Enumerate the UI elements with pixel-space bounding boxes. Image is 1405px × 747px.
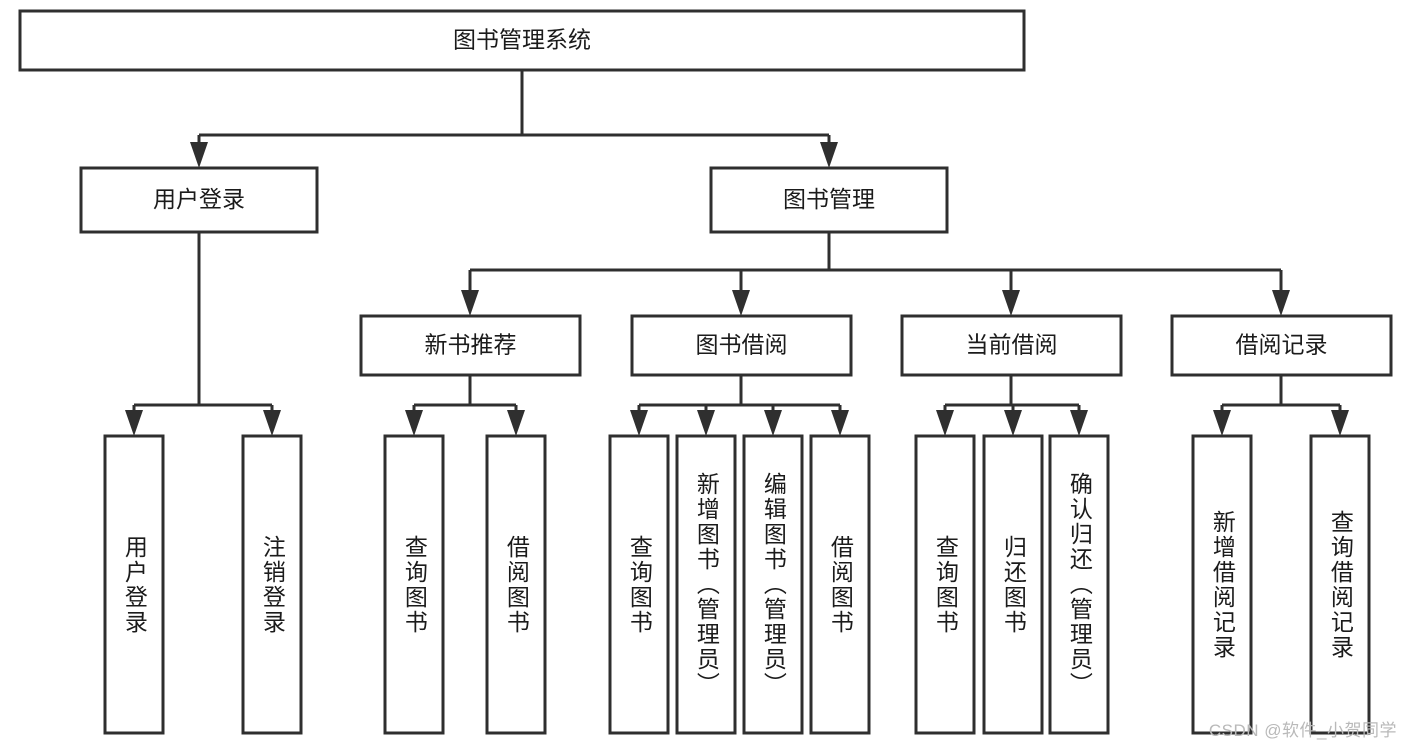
leaf-box-7-借阅图书[interactable] [809, 434, 871, 735]
arrow-head-icon [1070, 410, 1088, 436]
connectors-layer [125, 70, 1349, 436]
level2-node-图书管理[interactable]: 图书管理 [709, 166, 949, 234]
leaf-box-11-新增借阅记录[interactable] [1191, 434, 1253, 735]
arrow-head-icon [125, 410, 143, 436]
level3-label-当前借阅: 当前借阅 [966, 332, 1058, 358]
level2-node-用户登录[interactable]: 用户登录 [79, 166, 319, 234]
root-box-图书管理系统[interactable] [18, 9, 1026, 72]
arrow-head-icon [1272, 290, 1290, 316]
level3-node-图书借阅[interactable]: 图书借阅 [630, 314, 853, 377]
arrow-head-icon [820, 142, 838, 168]
watermark-text: CSDN @软件_小贺同学 [1208, 721, 1397, 740]
level2-box-用户登录[interactable] [79, 166, 319, 234]
arrow-head-icon [936, 410, 954, 436]
level3-label-借阅记录: 借阅记录 [1236, 332, 1328, 358]
level2-label-用户登录: 用户登录 [153, 186, 245, 212]
leaf-box-3-借阅图书[interactable] [485, 434, 547, 735]
level3-node-当前借阅[interactable]: 当前借阅 [900, 314, 1123, 377]
arrow-head-icon [1004, 410, 1022, 436]
leaf-box-9-归还图书[interactable] [982, 434, 1044, 735]
arrow-head-icon [764, 410, 782, 436]
arrow-head-icon [630, 410, 648, 436]
leaf-box-8-查询图书[interactable] [914, 434, 976, 735]
arrow-head-icon [507, 410, 525, 436]
level3-label-图书借阅: 图书借阅 [696, 332, 788, 358]
level3-box-当前借阅[interactable] [900, 314, 1123, 377]
arrow-head-icon [263, 410, 281, 436]
root-node-图书管理系统[interactable]: 图书管理系统 [18, 9, 1026, 72]
arrow-head-icon [831, 410, 849, 436]
level3-node-借阅记录[interactable]: 借阅记录 [1170, 314, 1393, 377]
arrow-head-icon [1331, 410, 1349, 436]
level3-box-新书推荐[interactable] [359, 314, 582, 377]
leaf-box-6-编辑图书管理员[interactable] [742, 434, 804, 735]
level2-label-图书管理: 图书管理 [783, 186, 875, 212]
arrow-head-icon [190, 142, 208, 168]
arrow-head-icon [1213, 410, 1231, 436]
leaf-box-4-查询图书[interactable] [608, 434, 670, 735]
level3-node-新书推荐[interactable]: 新书推荐 [359, 314, 582, 377]
leaf-box-10-确认归还管理员[interactable] [1048, 434, 1110, 735]
leaf-box-2-查询图书[interactable] [383, 434, 445, 735]
leaf-box-1-注销登录[interactable] [241, 434, 303, 735]
arrow-head-icon [405, 410, 423, 436]
leaf-box-0-用户登录[interactable] [103, 434, 165, 735]
level3-label-新书推荐: 新书推荐 [425, 332, 517, 358]
level2-box-图书管理[interactable] [709, 166, 949, 234]
leaf-box-12-查询借阅记录[interactable] [1309, 434, 1371, 735]
level3-box-借阅记录[interactable] [1170, 314, 1393, 377]
arrow-head-icon [1002, 290, 1020, 316]
root-label-图书管理系统: 图书管理系统 [453, 27, 591, 53]
arrow-head-icon [732, 290, 750, 316]
arrow-head-icon [461, 290, 479, 316]
leaf-box-5-新增图书管理员[interactable] [675, 434, 737, 735]
level3-box-图书借阅[interactable] [630, 314, 853, 377]
arrow-head-icon [697, 410, 715, 436]
